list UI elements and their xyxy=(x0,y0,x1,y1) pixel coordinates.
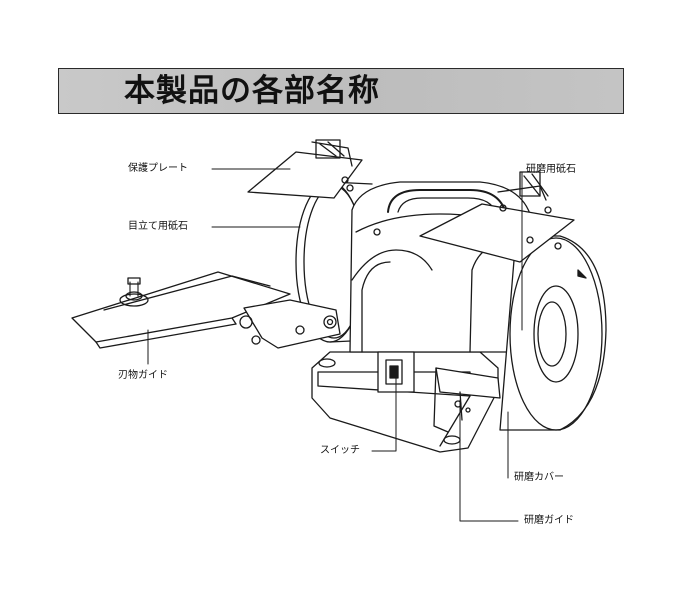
grinding-wheel-cover xyxy=(499,235,607,431)
leader-grinding-guide xyxy=(459,399,519,522)
leader-lines xyxy=(147,168,523,522)
label-grinding-cover: 研磨カバー xyxy=(514,472,564,483)
label-guard-plate: 保護プレート xyxy=(128,163,188,174)
leader-switch xyxy=(371,377,397,452)
left-guard-plate xyxy=(247,139,381,236)
grinding-guide xyxy=(433,367,501,433)
right-guard-plate xyxy=(419,171,575,263)
label-grinding-wheel: 研磨用砥石 xyxy=(526,164,576,175)
label-grinding-guide: 研磨ガイド xyxy=(524,515,574,526)
label-blade-guide: 刃物ガイド xyxy=(118,370,168,381)
label-switch: スイッチ xyxy=(320,445,360,456)
label-setting-wheel: 目立て用砥石 xyxy=(128,221,188,232)
page-title: 本製品の各部名称 xyxy=(124,73,380,109)
title-banner xyxy=(58,68,624,114)
guide-bracket xyxy=(239,299,341,349)
